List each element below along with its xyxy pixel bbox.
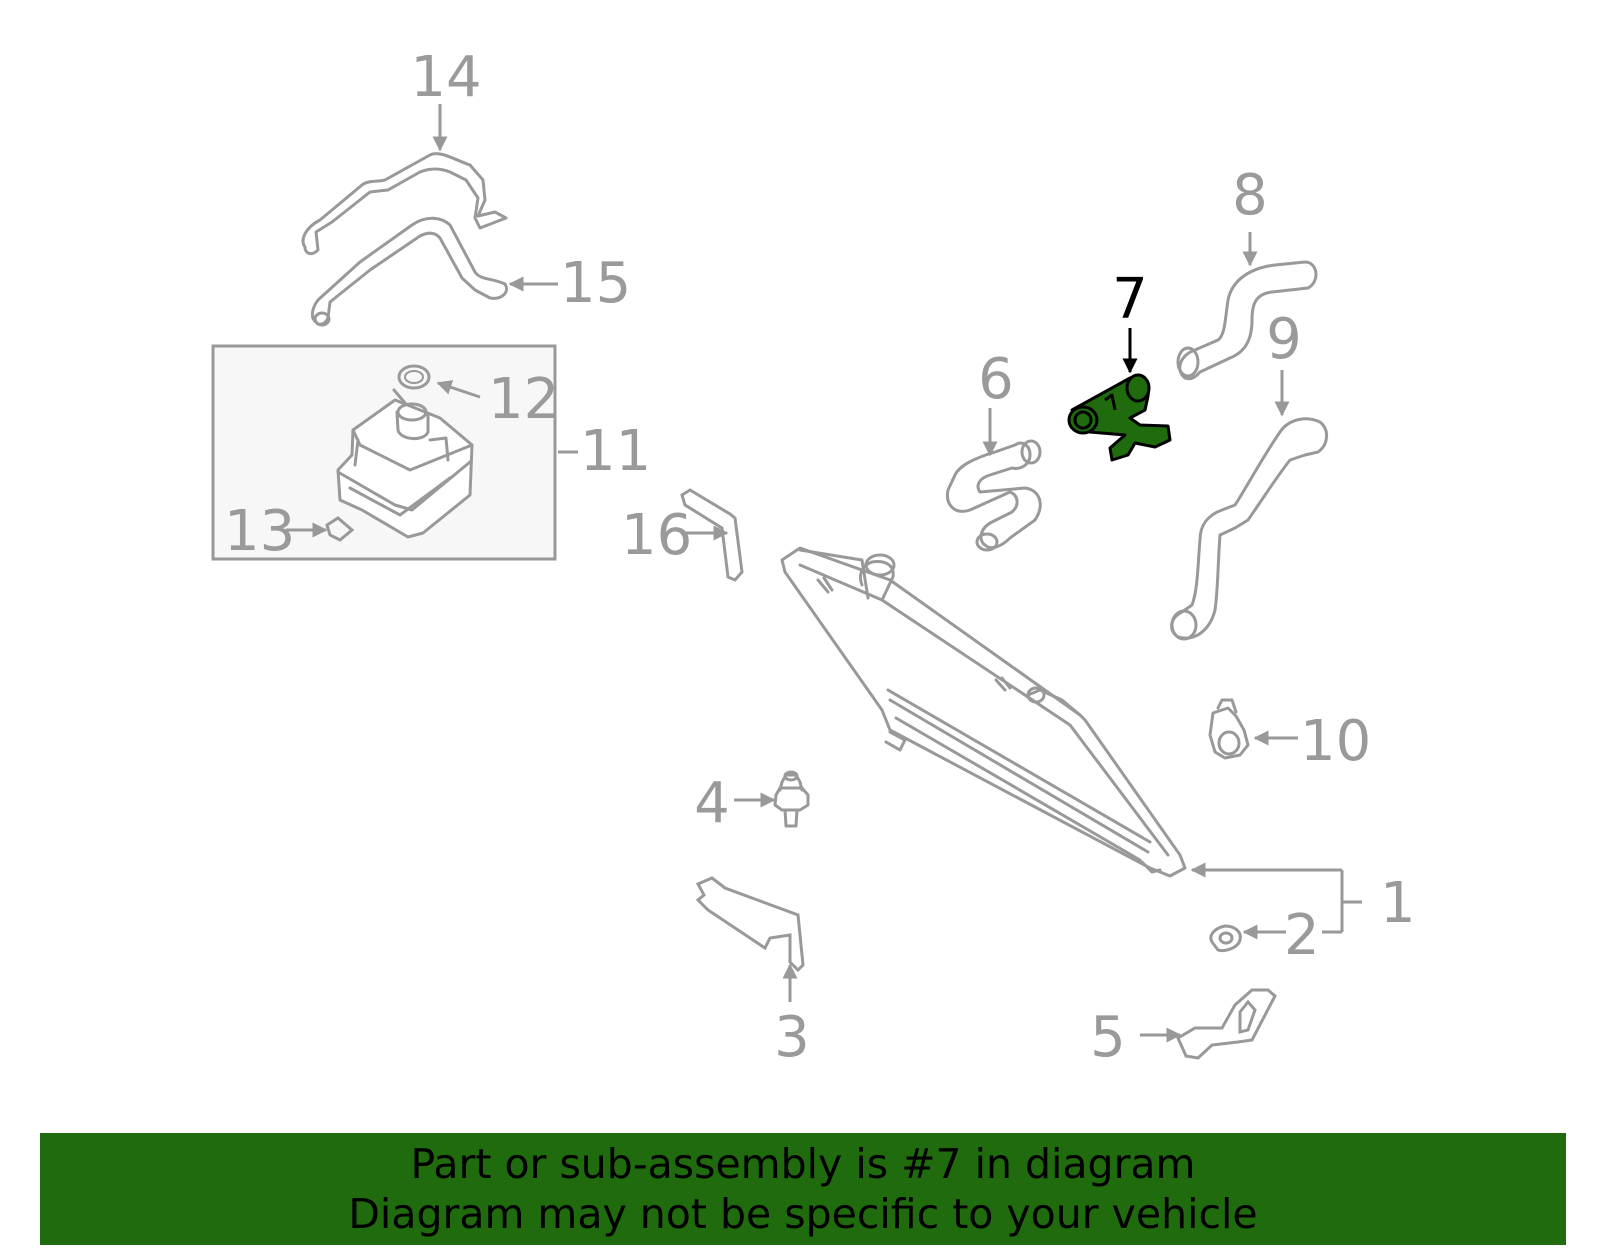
part-4-bolt (773, 770, 810, 828)
callout-13: 13 (224, 499, 295, 564)
callout-2: 2 (1284, 903, 1320, 968)
part-13-clip (325, 516, 355, 542)
callout-3: 3 (774, 1005, 810, 1070)
part-14-overflow-hose (301, 152, 508, 256)
part-8-upper-hose (1176, 260, 1318, 381)
part-2-grommet (1209, 924, 1242, 952)
callout-5: 5 (1090, 1005, 1126, 1070)
callout-14: 14 (410, 45, 481, 110)
callout-1: 1 (1380, 871, 1416, 936)
part-5-bracket (1176, 988, 1277, 1060)
part-11-reservoir-tank (336, 388, 474, 539)
part-10-clamp (1208, 698, 1250, 760)
part-12-seal-ring (397, 364, 431, 390)
part-7-outlet-hose (1067, 373, 1172, 462)
info-banner: Part or sub-assembly is #7 in diagram Di… (40, 1133, 1566, 1245)
callout-numbers: 14 15 12 11 13 16 6 8 9 10 4 1 2 3 5 (224, 45, 1416, 1070)
part-12-seal-inner (404, 370, 424, 384)
leader-lines (286, 104, 1362, 1043)
callout-7: 7 (1112, 267, 1148, 332)
callout-4: 4 (694, 771, 730, 836)
part-16-bracket (680, 488, 744, 582)
callout-15: 15 (560, 251, 631, 316)
part-15-overflow-hose (310, 216, 508, 327)
banner-line-part: Part or sub-assembly is #7 in diagram (410, 1140, 1196, 1188)
part-6-hose (945, 439, 1042, 552)
part-1-radiator (780, 546, 1187, 878)
callout-8: 8 (1232, 163, 1268, 228)
callout-12: 12 (488, 367, 559, 432)
callout-9: 9 (1266, 307, 1302, 372)
callout-6: 6 (978, 347, 1014, 412)
part-9-lower-hose (1170, 417, 1328, 641)
banner-line-disclaimer: Diagram may not be specific to your vehi… (348, 1190, 1258, 1238)
callout-10: 10 (1300, 709, 1371, 774)
callout-16: 16 (621, 503, 692, 568)
callout-11: 11 (580, 419, 651, 484)
part-3-bracket (695, 876, 805, 973)
